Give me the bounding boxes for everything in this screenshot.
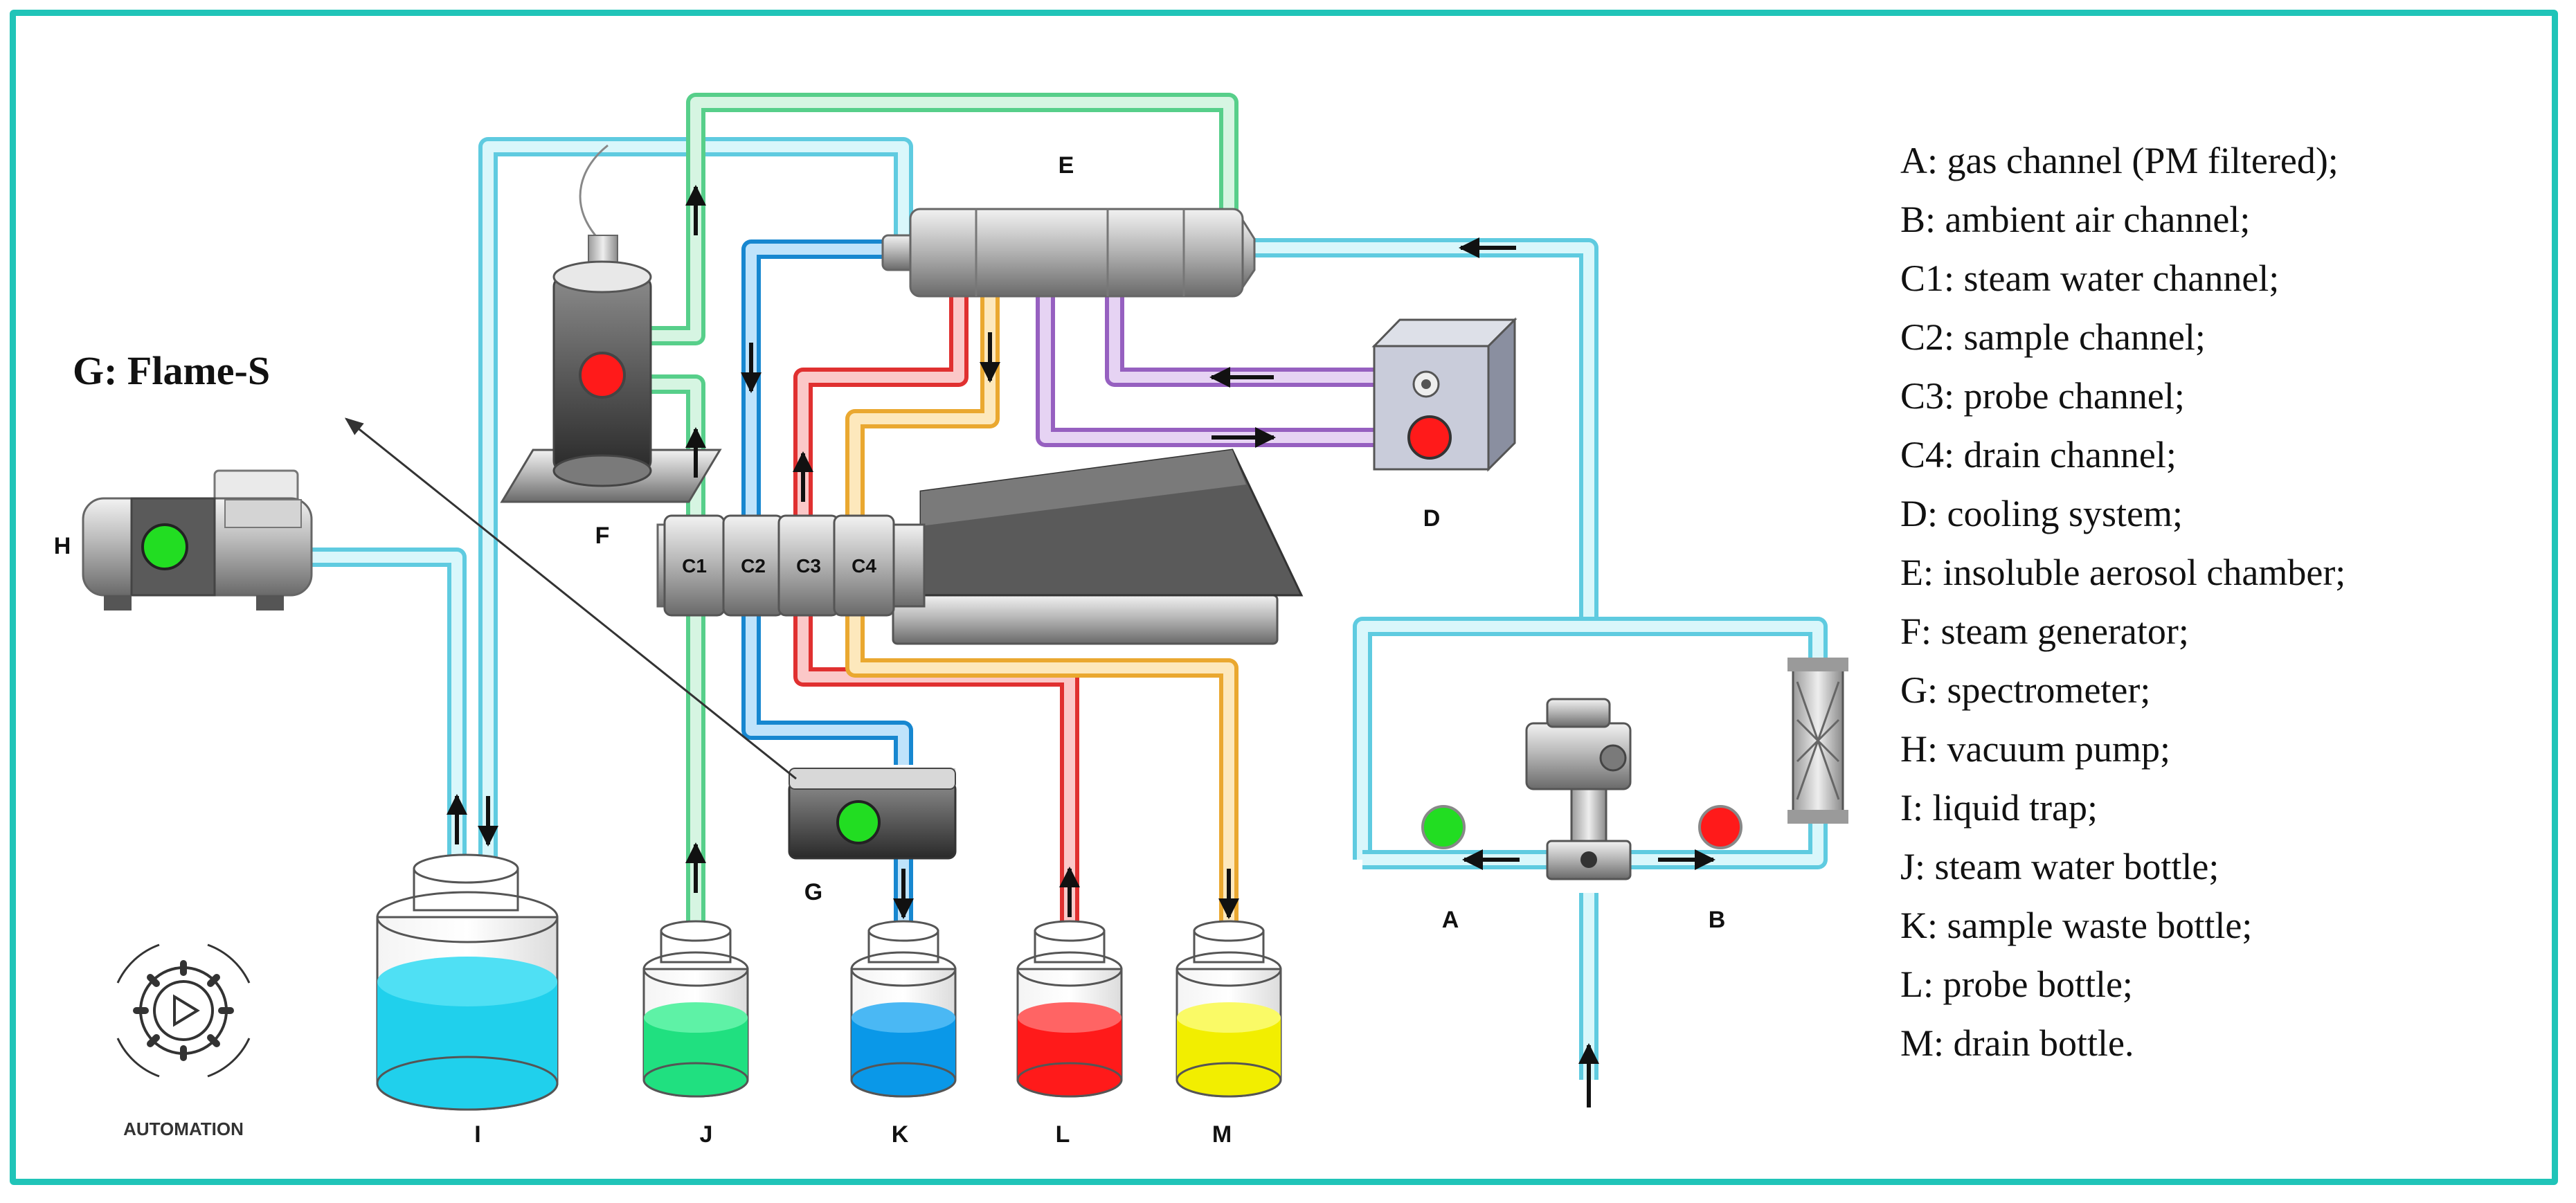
label-k: K xyxy=(892,1121,909,1148)
spectrometer: G xyxy=(788,768,957,905)
label-a: A xyxy=(1442,907,1459,933)
drain-bottle: M xyxy=(1176,920,1282,1148)
legend-list: A: gas channel (PM filtered); B: ambient… xyxy=(1900,132,2544,1073)
legend-item: I: liquid trap; xyxy=(1900,787,2098,829)
label-l: L xyxy=(1056,1121,1070,1148)
channel-connectors: C1 C2 C3 C4 xyxy=(656,514,895,617)
diagram-frame xyxy=(10,10,2558,1185)
liquid-trap: I xyxy=(376,853,559,1148)
sample-waste-bottle: K xyxy=(850,920,957,1148)
legend-item: C4: drain channel; xyxy=(1900,434,2177,476)
label-e: E xyxy=(1059,152,1074,179)
cooling-system: D xyxy=(1371,317,1517,532)
label-g: G xyxy=(804,879,822,905)
injection-hopper xyxy=(847,449,1304,645)
legend-item: F: steam generator; xyxy=(1900,610,2189,652)
legend-item: L: probe bottle; xyxy=(1900,964,2133,1005)
port-label-c1: C1 xyxy=(682,555,707,577)
legend-item: D: cooling system; xyxy=(1900,493,2183,534)
vacuum-pump: H xyxy=(54,469,313,610)
insoluble-aerosol-chamber: E xyxy=(881,152,1256,298)
legend-item: K: sample waste bottle; xyxy=(1900,905,2253,946)
label-b: B xyxy=(1709,907,1726,933)
port-label-c2: C2 xyxy=(741,555,766,577)
indicator-red-icon xyxy=(1407,415,1452,460)
probe-bottle: L xyxy=(1016,920,1123,1148)
spectrometer-pointer xyxy=(344,417,797,780)
legend-item: G: spectrometer; xyxy=(1900,669,2151,711)
figure-title: G: Flame-S xyxy=(73,348,270,393)
label-m: M xyxy=(1212,1121,1232,1148)
cooling-lines xyxy=(1036,287,1374,447)
legend-item: C1: steam water channel; xyxy=(1900,257,2280,299)
legend-item: C2: sample channel; xyxy=(1900,316,2206,358)
steam-line-generator-to-chamber xyxy=(644,93,1239,345)
connector-c4 xyxy=(833,514,895,617)
steam-water-bottle: J xyxy=(642,920,749,1148)
label-f: F xyxy=(595,523,610,549)
automation-gear-icon xyxy=(116,943,251,1078)
indicator-red-icon xyxy=(579,352,626,399)
label-h: H xyxy=(54,533,71,559)
channel-b-indicator-icon xyxy=(1698,805,1742,849)
three-way-valve xyxy=(1525,698,1632,880)
legend-item: J: steam water bottle; xyxy=(1900,846,2219,887)
automation-label: AUTOMATION xyxy=(123,1119,244,1139)
legend-item: M: drain bottle. xyxy=(1900,1022,2134,1064)
flow-arrows xyxy=(447,185,1715,1107)
gas-line-chamber-to-manifold xyxy=(1246,238,1828,1080)
legend-item: H: vacuum pump; xyxy=(1900,728,2170,770)
air-filter xyxy=(1787,658,1848,824)
legend-item: A: gas channel (PM filtered); xyxy=(1900,140,2339,181)
indicator-green-icon xyxy=(836,800,881,844)
port-label-c4: C4 xyxy=(852,555,876,577)
legend-item: E: insoluble aerosol chamber; xyxy=(1900,552,2346,593)
port-label-c3: C3 xyxy=(796,555,821,577)
label-d: D xyxy=(1423,505,1441,532)
indicator-green-icon xyxy=(141,523,188,570)
steam-generator: F xyxy=(500,144,722,549)
gas-line-pump-to-trap xyxy=(312,548,467,869)
steam-line-bottle-to-generator xyxy=(644,374,705,931)
channel-a-indicator-icon xyxy=(1421,805,1466,849)
label-j: J xyxy=(700,1121,713,1148)
legend-item: C3: probe channel; xyxy=(1900,375,2185,417)
legend-item: B: ambient air channel; xyxy=(1900,199,2251,240)
label-i: I xyxy=(474,1121,480,1148)
